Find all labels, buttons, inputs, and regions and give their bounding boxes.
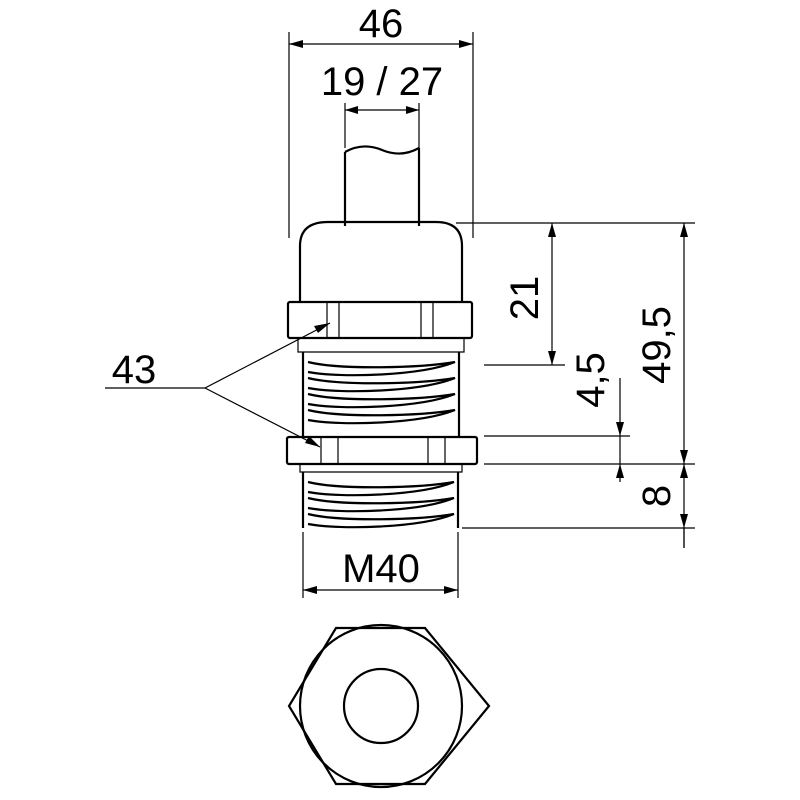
dimension-hex-width: 43 (105, 322, 331, 448)
dimension-total-height: 49,5 (635, 223, 688, 548)
dome-cap (298, 220, 464, 302)
dimension-cable-range: 19 / 27 (321, 60, 443, 148)
lock-nut (285, 435, 479, 473)
locknut-gap-label: 4,5 (569, 352, 613, 408)
dimension-thread: M40 (302, 532, 459, 598)
cable (343, 145, 421, 226)
top-view-hex-nut (287, 623, 491, 789)
dimension-cap-height: 21 (503, 223, 556, 365)
cap-height-label: 21 (503, 276, 547, 321)
cable-range-label: 19 / 27 (321, 60, 443, 104)
thread-length-label: 8 (635, 485, 679, 507)
total-height-label: 49,5 (635, 306, 679, 384)
hex-width-label: 43 (112, 348, 157, 392)
dimension-locknut-gap: 4,5 (569, 352, 624, 482)
lower-thread (301, 472, 460, 529)
dimension-thread-length: 8 (635, 485, 685, 548)
thread-label: M40 (342, 547, 420, 591)
overall-width-label: 46 (359, 2, 404, 46)
dimension-overall-width: 46 (288, 2, 474, 238)
upper-hex-nut (286, 300, 474, 353)
upper-thread (301, 352, 461, 437)
